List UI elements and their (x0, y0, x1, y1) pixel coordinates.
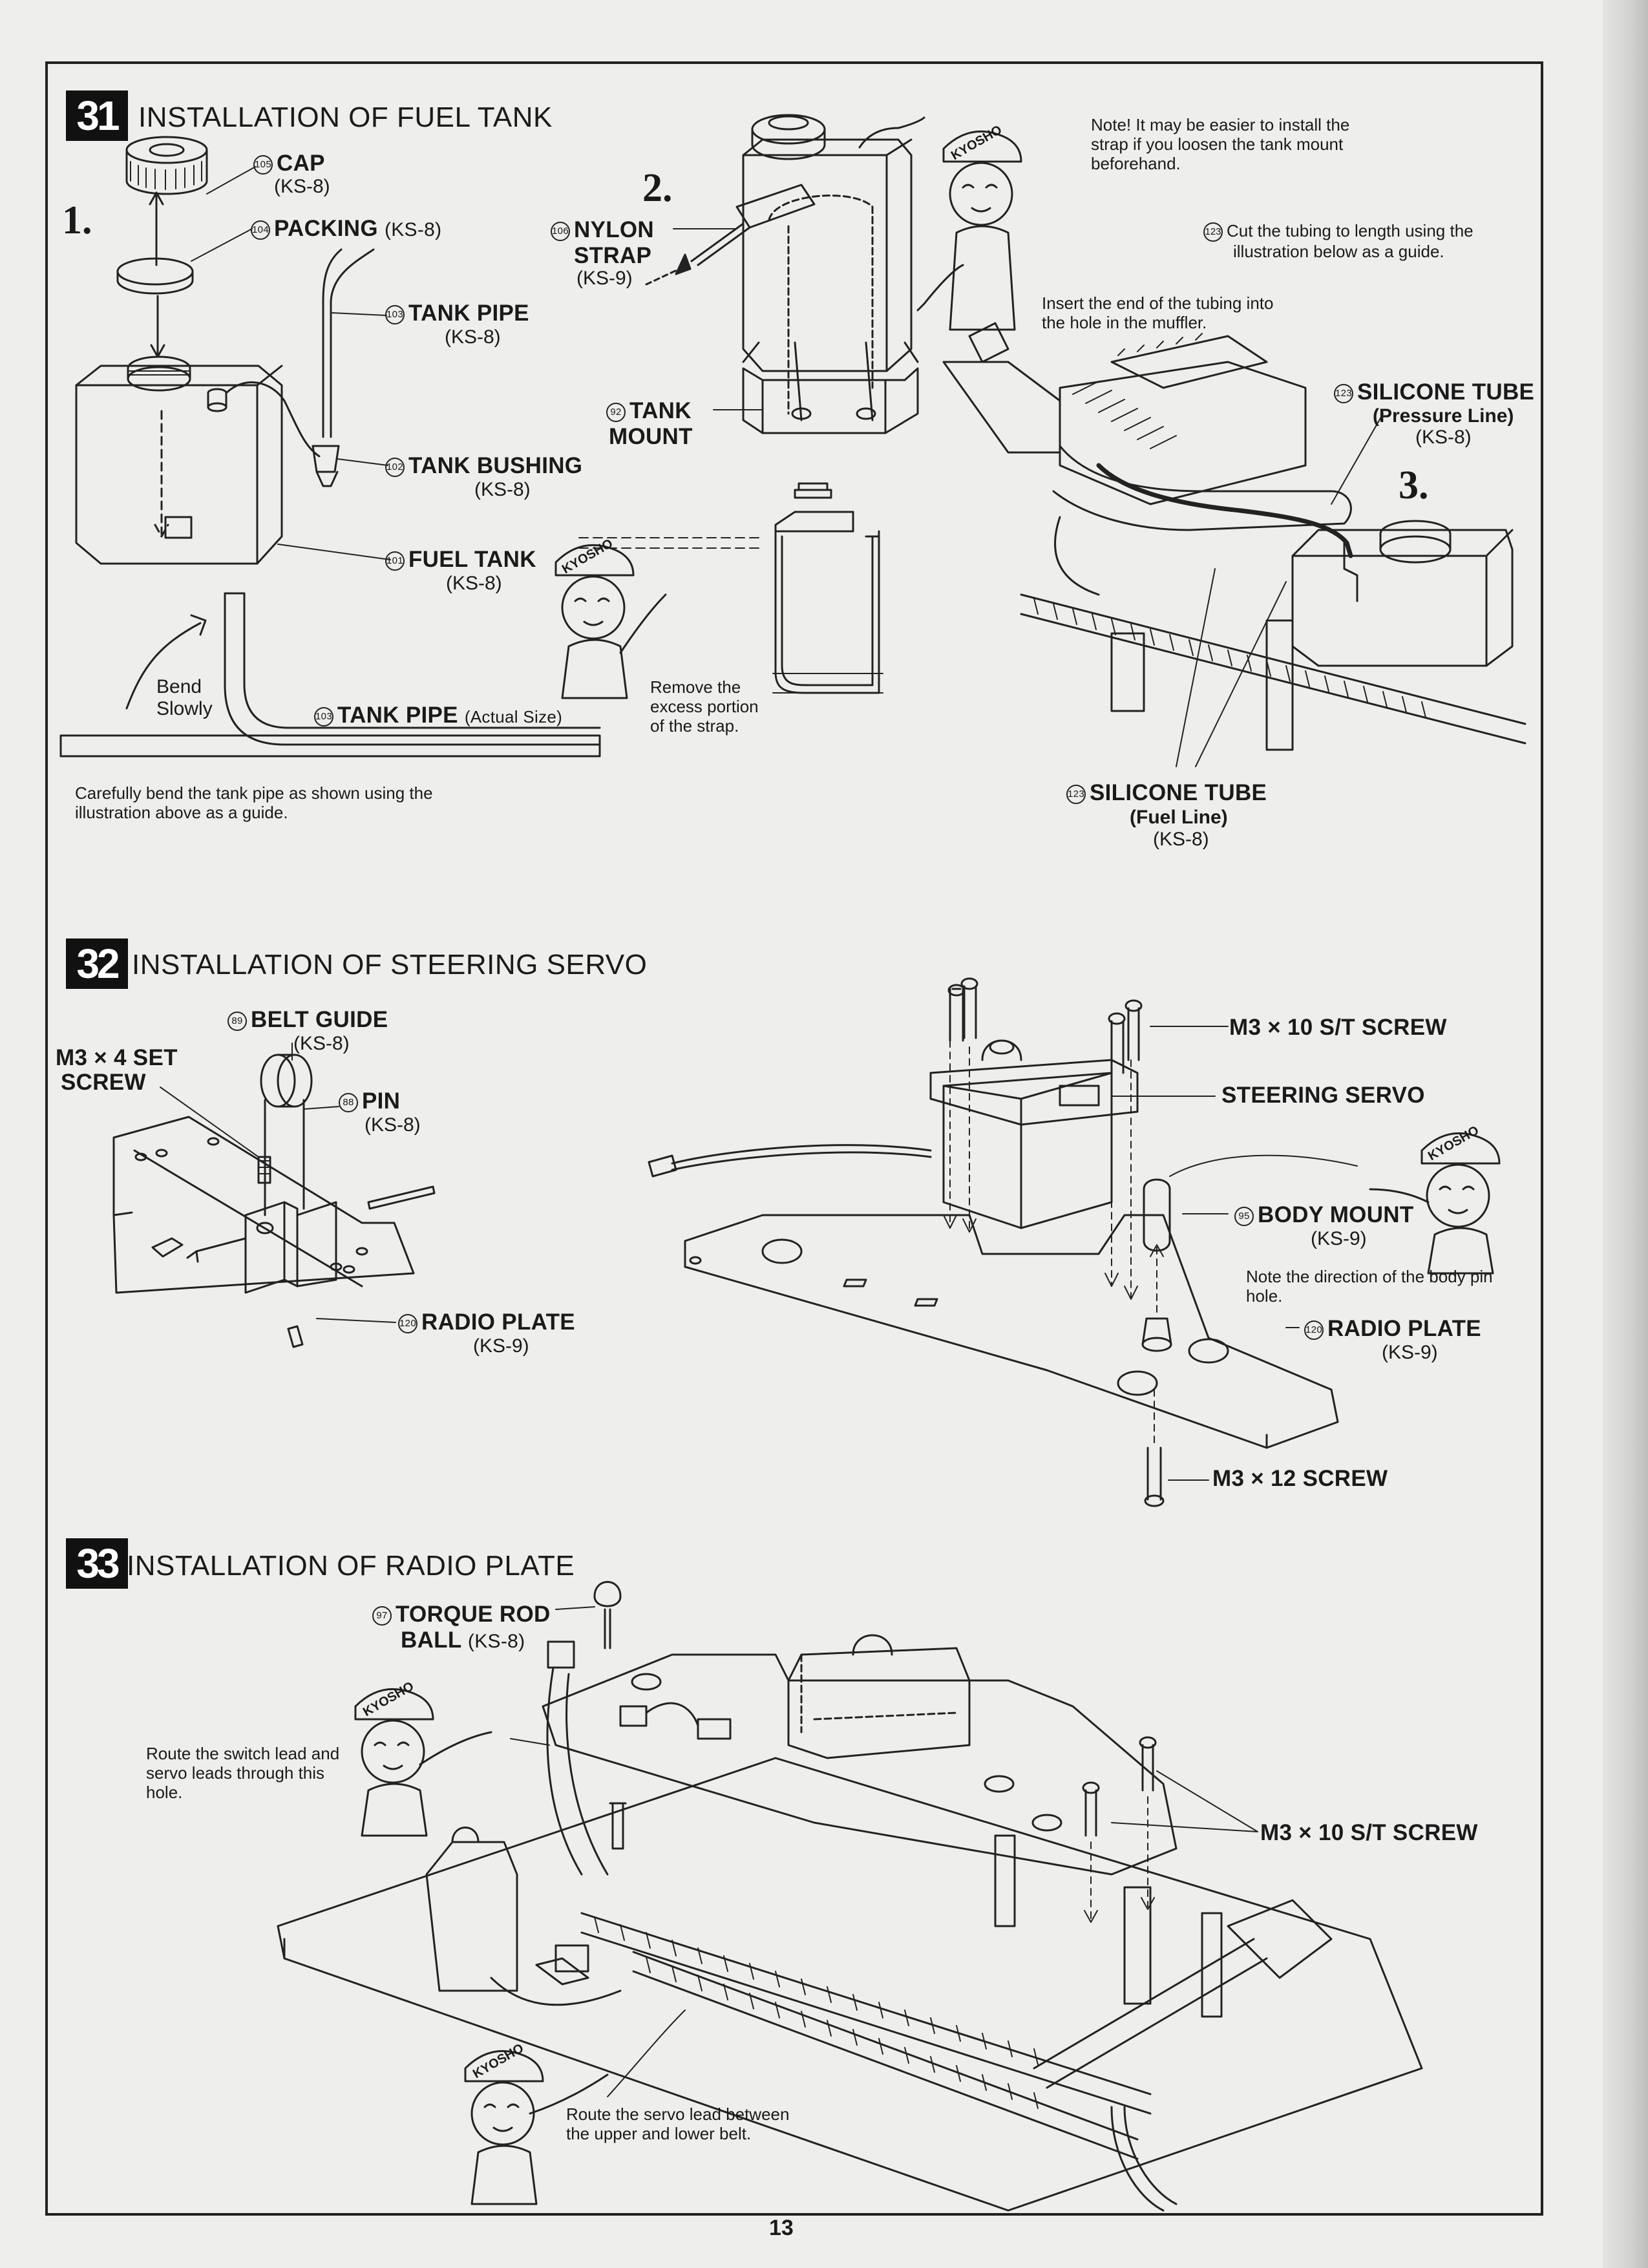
strap-trim-diagram (578, 482, 883, 694)
section-title: INSTALLATION OF RADIO PLATE (127, 1550, 575, 1582)
part-code: (KS-9) (1311, 1228, 1367, 1249)
engine-silicone-tube-diagram (942, 322, 1527, 767)
section-number-badge: 33 (66, 1538, 128, 1589)
part-code: (KS-8) (445, 326, 501, 348)
part-detail: (Pressure Line) (1373, 405, 1514, 427)
page-binding-shadow (1603, 0, 1648, 2268)
page-number: 13 (769, 2216, 794, 2240)
step-number: 3. (1399, 463, 1429, 507)
part-detail: (Fuel Line) (1130, 807, 1228, 828)
part-label-m3x12-screw: M3 × 12 SCREW (1212, 1466, 1388, 1491)
section-title: INSTALLATION OF STEERING SERVO (132, 949, 648, 980)
radio-plate-chassis-diagram (277, 1581, 1423, 2212)
part-code: (KS-8) (446, 573, 502, 594)
part-code: (KS-8) (1415, 427, 1472, 448)
step-number: 2. (642, 166, 673, 210)
part-code: (KS-9) (473, 1335, 529, 1357)
part-label-steering-servo: STEERING SERVO (1221, 1083, 1425, 1108)
belt-guide-diagram (112, 1043, 436, 1348)
step-number: 1. (62, 198, 92, 242)
part-code: (KS-8) (474, 479, 531, 500)
tank-pipe-actual-size-template (59, 592, 601, 758)
section-number-badge: 31 (66, 90, 128, 141)
steering-servo-diagram (648, 977, 1358, 1507)
tank-mount-strap-diagram (645, 114, 925, 434)
part-code: (KS-8) (293, 1033, 350, 1054)
section-title: INSTALLATION OF FUEL TANK (138, 101, 553, 133)
fuel-tank-diagram (75, 136, 375, 565)
part-label-m3x10-st-screw: M3 × 10 S/T SCREW (1260, 1820, 1478, 1845)
part-code: (KS-8) (364, 1114, 421, 1136)
page-frame (45, 61, 1543, 2216)
part-code: (KS-8) (1153, 829, 1209, 850)
part-label-m3x10-st-screw: M3 × 10 S/T SCREW (1229, 1015, 1447, 1040)
section-number-badge: 32 (66, 938, 128, 989)
part-code: (KS-8) (274, 176, 330, 197)
mascot-figures (354, 130, 1501, 2205)
part-code: (KS-9) (1382, 1342, 1438, 1363)
note-bend: Carefully bend the tank pipe as shown us… (75, 783, 433, 822)
part-code: (KS-9) (576, 268, 633, 289)
